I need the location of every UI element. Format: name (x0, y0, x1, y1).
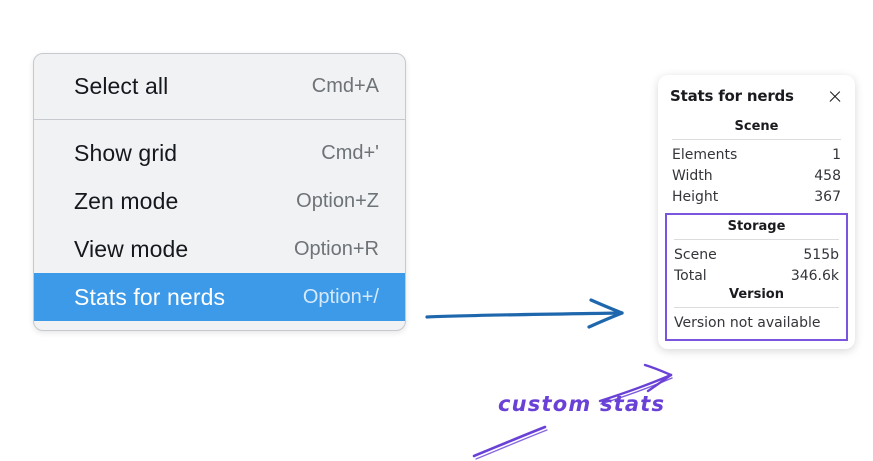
stat-label: Width (672, 167, 713, 184)
stat-label: Elements (672, 146, 738, 163)
stat-value: 367 (814, 188, 841, 205)
menu-item-shortcut: Cmd+' (321, 141, 379, 164)
close-icon[interactable] (827, 88, 843, 104)
stats-panel-title: Stats for nerds (670, 87, 794, 105)
section-title-storage: Storage (727, 219, 786, 234)
version-value: Version not available (674, 315, 821, 331)
annotation-label-custom-stats: custom stats (498, 392, 666, 416)
menu-item-shortcut: Option+/ (302, 285, 379, 308)
stat-value: 1 (832, 146, 841, 163)
context-menu[interactable]: Select all Cmd+A Show grid Cmd+' Zen mod… (33, 53, 406, 331)
blue-arrow (425, 298, 624, 329)
menu-item-shortcut: Option+Z (296, 189, 379, 212)
section-rule (672, 139, 841, 140)
stat-row: Total 346.6k (672, 265, 841, 286)
stats-for-nerds-panel: Stats for nerds Scene Elements 1 Width 4… (658, 75, 855, 349)
menu-item-label: Zen mode (74, 187, 179, 214)
purple-underline-stroke (472, 425, 548, 460)
menu-item-label: Select all (74, 72, 169, 99)
menu-item-stats-for-nerds[interactable]: Stats for nerds Option+/ (34, 273, 405, 321)
section-title-scene: Scene (734, 119, 779, 134)
menu-item-shortcut: Cmd+A (311, 74, 379, 97)
stats-section-scene: Scene Elements 1 Width 458 Height 367 (670, 118, 843, 207)
stat-row: Height 367 (670, 186, 843, 207)
section-rule (674, 239, 839, 240)
stats-section-storage: Storage Scene 515b Total 346.6k (672, 218, 841, 286)
stat-label: Height (672, 188, 719, 205)
section-rule (674, 307, 839, 308)
stats-section-version: Version Version not available (672, 286, 841, 334)
menu-item-label: Stats for nerds (74, 283, 226, 310)
stats-panel-header: Stats for nerds (670, 87, 843, 105)
stat-label: Scene (674, 246, 717, 263)
section-title-version: Version (729, 287, 784, 302)
menu-separator (34, 119, 405, 120)
custom-stats-highlight-box: Storage Scene 515b Total 346.6k Version … (665, 213, 848, 341)
stat-row: Elements 1 (670, 144, 843, 165)
stat-row: Scene 515b (672, 244, 841, 265)
stat-row: Width 458 (670, 165, 843, 186)
stat-value: 515b (803, 246, 839, 263)
menu-group-1: Select all Cmd+A (34, 54, 405, 119)
menu-item-zen-mode[interactable]: Zen mode Option+Z (34, 177, 405, 225)
menu-item-label: Show grid (74, 139, 178, 166)
stat-value: 346.6k (790, 267, 839, 284)
menu-item-show-grid[interactable]: Show grid Cmd+' (34, 129, 405, 177)
menu-item-label: View mode (74, 235, 189, 262)
menu-item-view-mode[interactable]: View mode Option+R (34, 225, 405, 273)
menu-item-select-all[interactable]: Select all Cmd+A (34, 62, 405, 110)
stat-value: 458 (814, 167, 841, 184)
menu-item-shortcut: Option+R (293, 237, 379, 260)
menu-group-2: Show grid Cmd+' Zen mode Option+Z View m… (34, 120, 405, 330)
stat-label: Total (674, 267, 707, 284)
